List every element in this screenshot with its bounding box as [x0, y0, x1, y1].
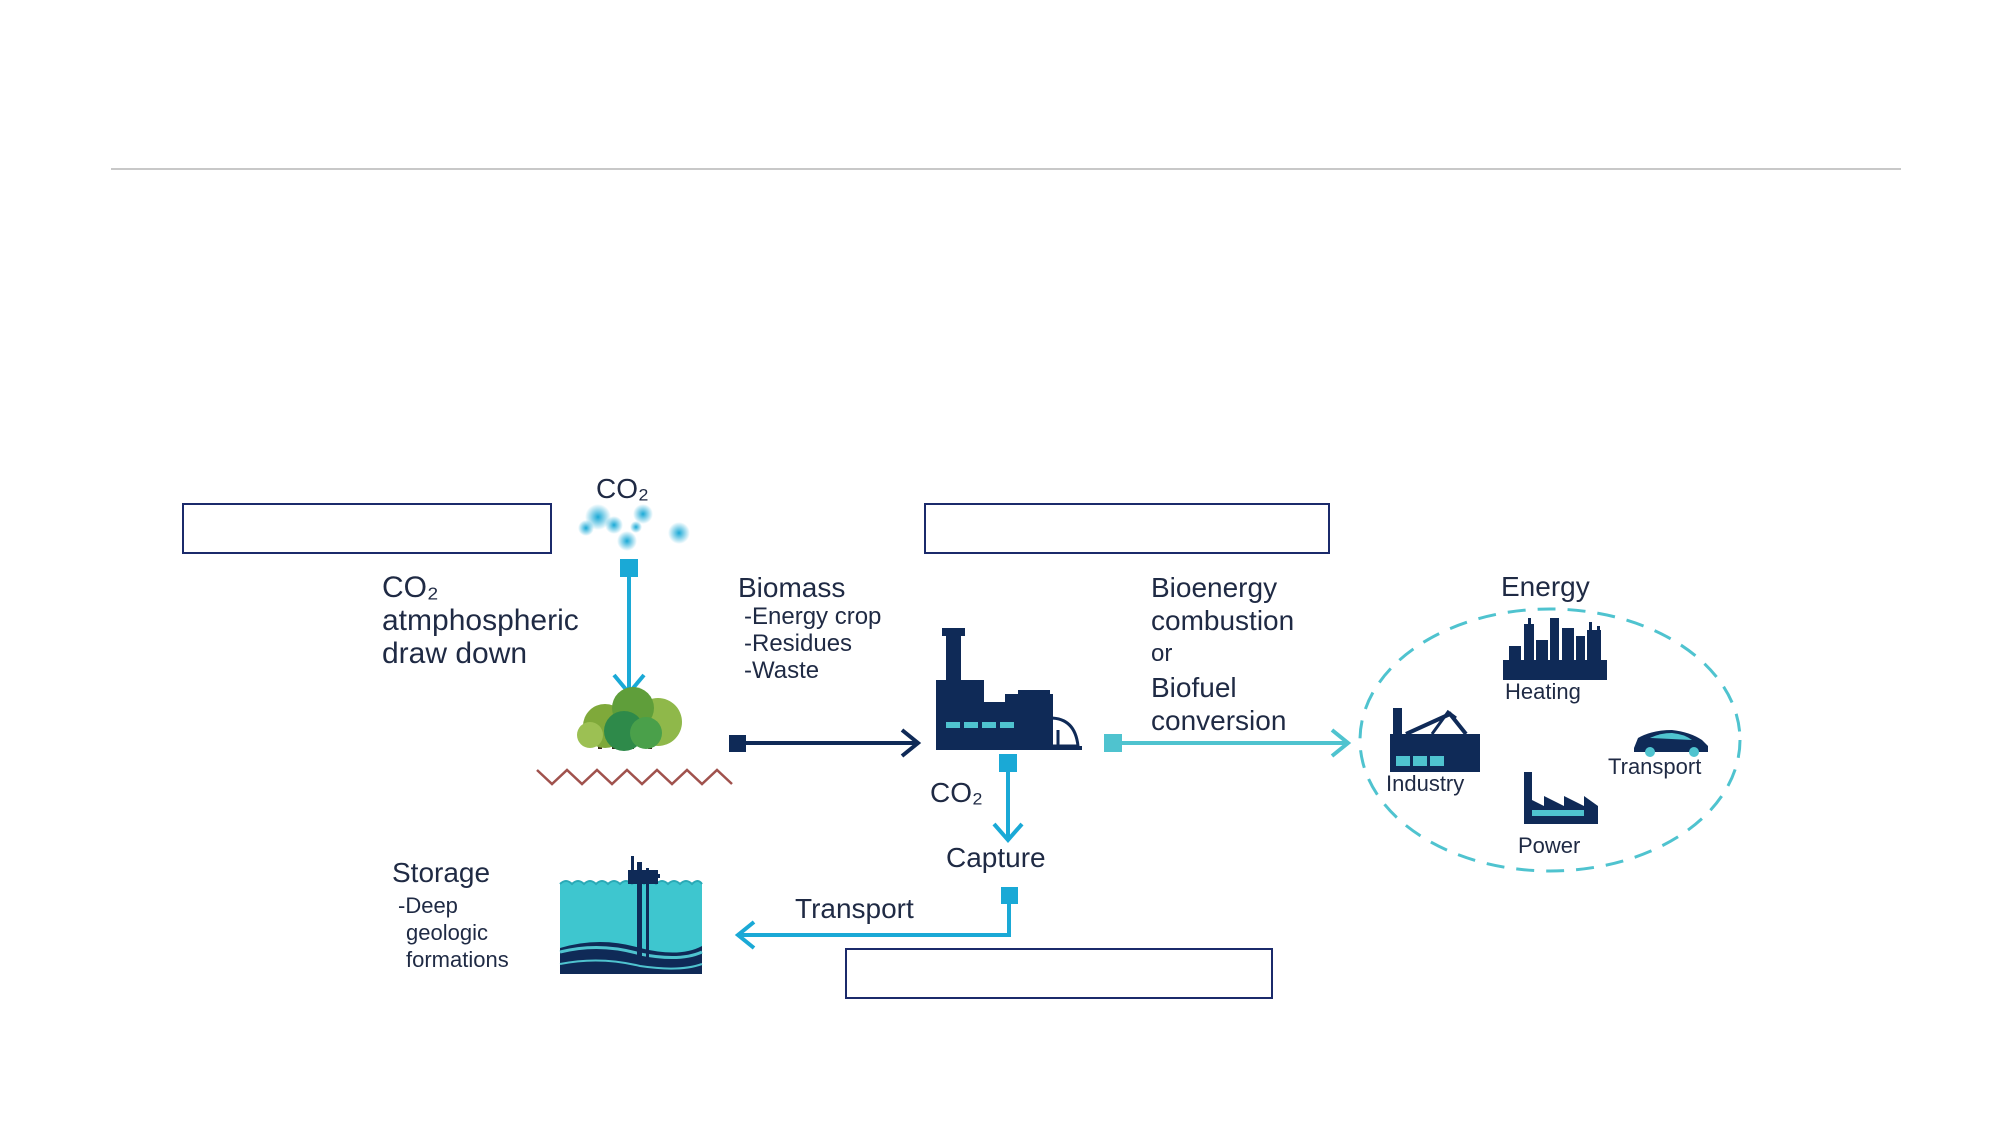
co2-drawdown-label-2: atmphospheric — [382, 604, 579, 637]
co2-drawdown-label-1: CO₂ — [382, 571, 439, 604]
skyline-icon — [1503, 618, 1607, 680]
storage-item-2: geologic — [406, 920, 488, 945]
transport-arrow — [734, 887, 1018, 950]
conversion-label-1: Bioenergy — [1151, 572, 1278, 603]
power-label: Power — [1518, 833, 1581, 858]
label-box-bottom — [845, 948, 1273, 999]
co2-drawdown-label-3: draw down — [382, 637, 528, 670]
transport-arrow-label: Transport — [795, 893, 914, 924]
energy-use-circle — [1358, 607, 1742, 873]
car-icon — [1634, 730, 1708, 757]
conversion-label-3: or — [1151, 640, 1173, 667]
trees-icon — [577, 687, 682, 751]
biomass-item-1: -Energy crop — [744, 603, 882, 630]
biomass-title: Biomass — [738, 572, 846, 603]
conversion-arrow — [1104, 728, 1352, 758]
biomass-arrow — [729, 728, 922, 758]
capture-arrow — [992, 754, 1024, 844]
ground-line — [536, 768, 733, 786]
label-box-left — [182, 503, 552, 554]
industry-icon — [1390, 708, 1480, 772]
power-plant-icon — [1524, 772, 1598, 824]
co2-top-label: CO₂ — [596, 473, 649, 504]
co2-cloud-icon — [578, 504, 690, 551]
conversion-label-2: combustion — [1151, 605, 1295, 636]
storage-well-icon — [559, 856, 703, 974]
conversion-label-5: conversion — [1151, 705, 1287, 736]
co2-capture-label: CO₂ — [930, 777, 983, 808]
storage-title: Storage — [392, 857, 491, 888]
drawdown-arrow — [612, 559, 646, 697]
industry-label: Industry — [1386, 771, 1465, 796]
storage-item-1: -Deep — [398, 893, 458, 918]
heating-label: Heating — [1505, 679, 1581, 704]
title-divider — [111, 168, 1901, 170]
biomass-item-3: -Waste — [744, 657, 820, 684]
capture-label: Capture — [946, 842, 1046, 873]
conversion-label-4: Biofuel — [1151, 672, 1237, 703]
energy-label: Energy — [1501, 571, 1590, 602]
label-box-center — [924, 503, 1330, 554]
transport-use-label: Transport — [1608, 754, 1702, 779]
factory-icon — [936, 628, 1082, 750]
storage-item-3: formations — [406, 947, 509, 972]
biomass-item-2: -Residues — [744, 630, 853, 657]
